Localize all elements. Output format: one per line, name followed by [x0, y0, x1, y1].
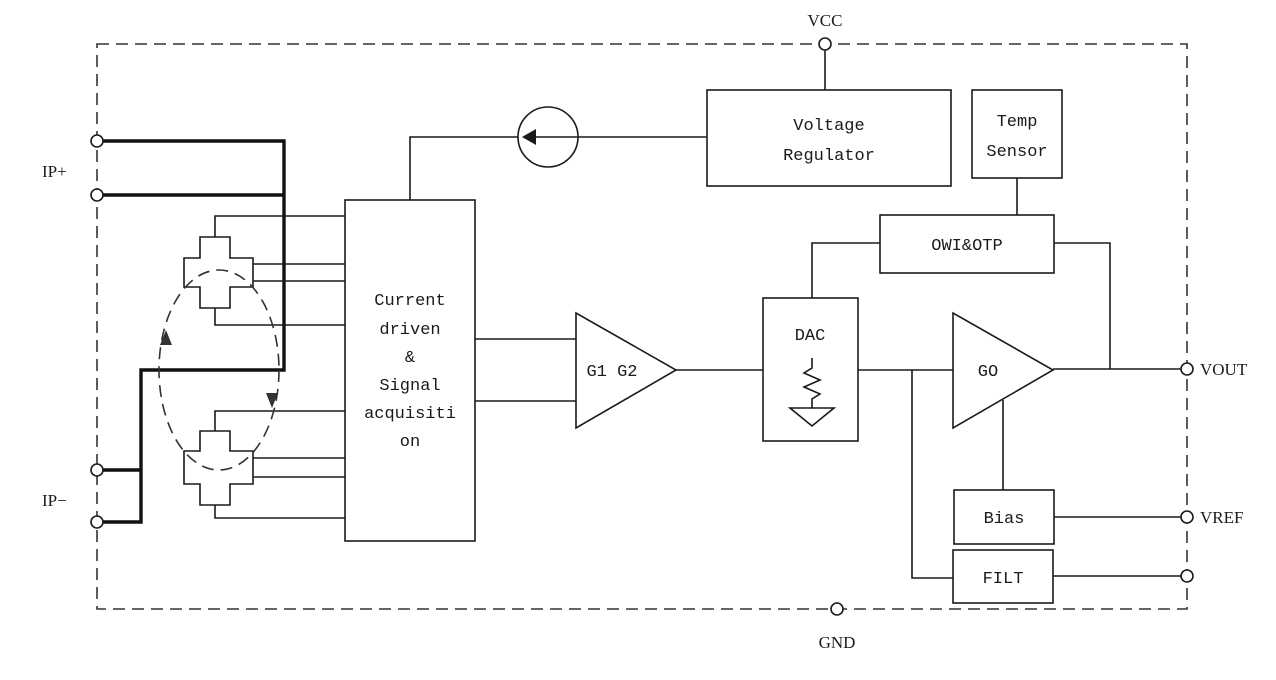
dac-label: DAC: [795, 327, 826, 346]
dac-resistor-symbol: [787, 358, 837, 428]
acquisition-to-amp-wires: [475, 338, 576, 402]
regulator-feed-wire: [409, 136, 707, 200]
filt-terminal: [1180, 569, 1194, 583]
filt-block: [952, 549, 1054, 604]
gnd-label: GND: [819, 633, 856, 652]
amp-g1g2-triangle: [575, 311, 678, 430]
ip-minus-label: IP−: [42, 491, 67, 510]
temp-sensor-label-2: Sensor: [986, 143, 1047, 162]
vref-terminal: [1180, 510, 1194, 524]
bias-label: Bias: [984, 510, 1025, 529]
magnetic-field-loop: [158, 269, 280, 471]
signal-acquisition-block: [344, 199, 476, 542]
signal-acquisition-label-1: Current: [374, 292, 445, 311]
amp-go-label: GO: [978, 363, 998, 382]
voltage-regulator-label-2: Regulator: [783, 147, 875, 166]
temp-sensor-block: [971, 89, 1063, 179]
current-source-symbol: [517, 106, 579, 168]
bias-block: [953, 489, 1055, 545]
filt-label: FILT: [983, 570, 1024, 589]
vout-label: VOUT: [1200, 360, 1248, 379]
ip-minus-terminal-2: [90, 515, 104, 529]
primary-conductor: [97, 139, 286, 524]
hall-wires-bottom: [214, 410, 345, 519]
temp-sensor-label-1: Temp: [997, 113, 1038, 132]
hall-wires-top: [214, 215, 345, 326]
owi-otp-label: OWI&OTP: [931, 237, 1002, 256]
amp-g1g2-label: G1 G2: [586, 363, 637, 382]
signal-acquisition-label-3: &: [405, 349, 415, 368]
ip-plus-terminal-2: [90, 188, 104, 202]
dac-to-filt-wire: [911, 370, 953, 579]
amp-go-triangle: [952, 311, 1055, 430]
ip-plus-label: IP+: [42, 162, 67, 181]
owi-to-vout-wire: [1054, 242, 1111, 369]
hall-sensor-bottom: [183, 430, 254, 506]
package-boundary: [96, 43, 1188, 610]
signal-acquisition-label-5: acquisiti: [364, 405, 456, 424]
ip-minus-terminal-1: [90, 463, 104, 477]
vout-terminal: [1180, 362, 1194, 376]
signal-acquisition-label-2: driven: [379, 321, 440, 340]
signal-acquisition-label-4: Signal: [379, 377, 440, 396]
vcc-terminal: [818, 37, 832, 51]
owi-otp-block: [879, 214, 1055, 274]
owi-to-dac-wire: [811, 242, 880, 298]
signal-acquisition-label-6: on: [400, 433, 420, 452]
voltage-regulator-block: [706, 89, 952, 187]
vref-label: VREF: [1200, 508, 1243, 527]
vcc-label: VCC: [808, 11, 843, 30]
ip-plus-terminal-1: [90, 134, 104, 148]
voltage-regulator-label-1: Voltage: [793, 117, 864, 136]
gnd-terminal: [830, 602, 844, 616]
hall-sensor-top: [183, 236, 254, 309]
